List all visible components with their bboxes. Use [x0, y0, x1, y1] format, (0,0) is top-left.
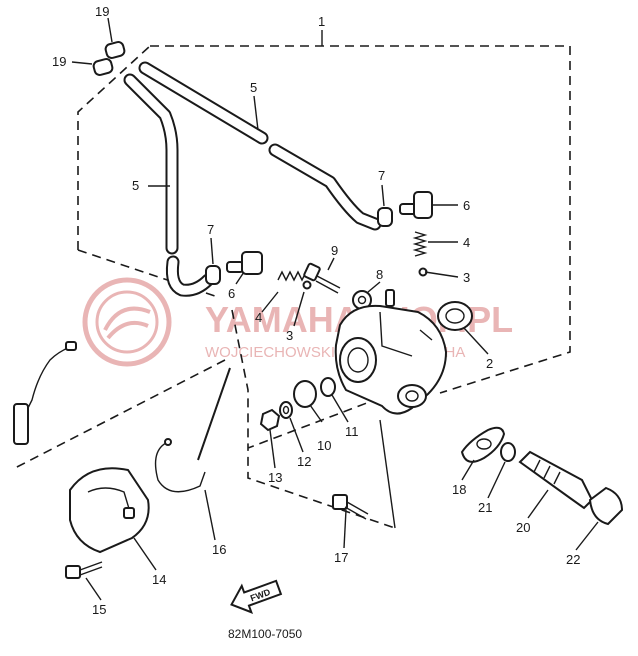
- clamp-7-right: [377, 207, 393, 227]
- collar-22: [588, 486, 624, 526]
- callout-6-right: 6: [463, 198, 470, 213]
- diagram-code: 82M100-7050: [228, 627, 302, 641]
- callout-19-top: 19: [95, 4, 109, 19]
- callout-13: 13: [268, 470, 282, 485]
- callout-11: 11: [345, 424, 359, 439]
- callout-9: 9: [331, 243, 338, 258]
- callout-3-left: 3: [286, 328, 293, 343]
- callout-16: 16: [212, 542, 226, 557]
- washer-12: [279, 401, 293, 419]
- callout-2: 2: [486, 356, 493, 371]
- callouts: 1 19 19 5 5 7 6 4 3 7 6 9 8 4 3 2 11 10 …: [52, 4, 580, 617]
- fitting-6-right: [399, 191, 433, 219]
- sensor-cable: [25, 346, 71, 413]
- callout-20: 20: [516, 520, 530, 535]
- forward-arrow: FWD: [230, 579, 283, 614]
- cover-14: [69, 467, 150, 554]
- hose-long: [138, 61, 382, 231]
- callout-18: 18: [452, 482, 466, 497]
- callout-12: 12: [297, 454, 311, 469]
- bolt-17: [332, 494, 369, 520]
- callout-17: 17: [334, 550, 348, 565]
- leader-lines: [71, 17, 599, 601]
- plate-10: [293, 380, 317, 408]
- callout-5-left: 5: [132, 178, 139, 193]
- gasket-18: [460, 426, 506, 463]
- callout-14: 14: [152, 572, 166, 587]
- nut-13: [259, 408, 281, 432]
- callout-7-left: 7: [207, 222, 214, 237]
- assembly-boundary: [77, 45, 571, 529]
- callout-10: 10: [317, 438, 331, 453]
- o-ring-21: [500, 442, 516, 462]
- ball-3-left: [302, 280, 312, 290]
- callout-8: 8: [376, 267, 383, 282]
- callout-22: 22: [566, 552, 580, 567]
- callout-7-right: 7: [378, 168, 385, 183]
- oil-pump-body: [334, 289, 448, 415]
- washer-11: [320, 377, 336, 397]
- callout-15: 15: [92, 602, 106, 617]
- watermark-logo: [82, 277, 172, 367]
- callout-3-right: 3: [463, 270, 470, 285]
- sensor-plug: [13, 403, 29, 445]
- spring-4-left: [277, 270, 307, 282]
- screw-15: [65, 561, 103, 579]
- hose-bent: [123, 73, 215, 297]
- clamp-7-left: [205, 265, 221, 285]
- callout-1: 1: [318, 14, 325, 29]
- drive-shaft-20: [518, 450, 594, 510]
- bolt-9: [303, 262, 341, 294]
- cap-19-lower: [92, 58, 114, 76]
- callout-4-left: 4: [255, 310, 262, 325]
- spring-4-right: [412, 231, 428, 257]
- cap-19-upper: [104, 41, 126, 59]
- oil-seal-2: [437, 301, 473, 331]
- fitting-6-left: [226, 251, 263, 275]
- callout-21: 21: [478, 500, 492, 515]
- callout-6-left: 6: [228, 286, 235, 301]
- cable-16: [154, 367, 231, 493]
- sensor-connector: [65, 341, 77, 351]
- callout-5-top: 5: [250, 80, 257, 95]
- callout-4-right: 4: [463, 235, 470, 250]
- lower-boundary: [14, 359, 226, 469]
- callout-19-left: 19: [52, 54, 66, 69]
